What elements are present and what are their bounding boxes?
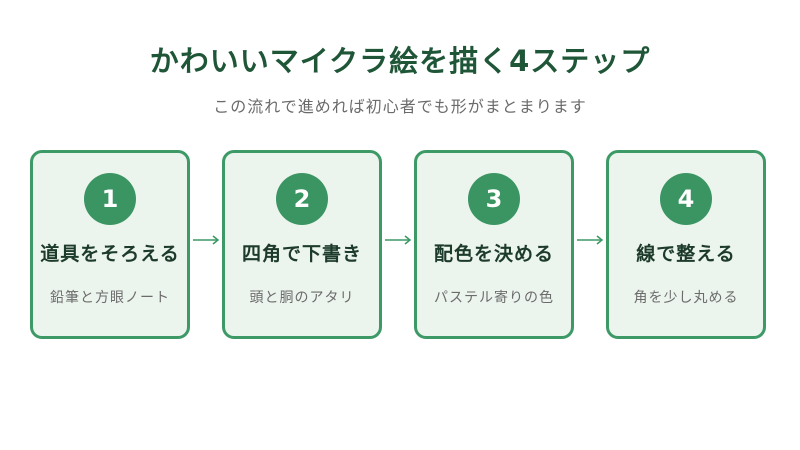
step-description: 角を少し丸める [633,290,739,306]
arrow-right-icon [577,235,604,245]
step-number-badge: 3 [468,173,520,225]
step-card-1: 1 道具をそろえる 鉛筆と方眼ノート [30,150,190,339]
step-number-badge: 2 [276,173,328,225]
arrow-right-icon [385,235,412,245]
step-title: 線で整える [636,243,736,265]
step-title: 四角で下書き [241,243,362,265]
step-card-4: 4 線で整える 角を少し丸める [606,150,766,339]
step-description: 頭と胴のアタリ [249,290,355,306]
arrow-right-icon [193,235,220,245]
step-title: 道具をそろえる [40,243,180,265]
step-card-2: 2 四角で下書き 頭と胴のアタリ [222,150,382,339]
step-number-badge: 1 [84,173,136,225]
page-title: かわいいマイクラ絵を描く4ステップ [149,44,651,78]
step-description: パステル寄りの色 [434,290,554,306]
step-description: 鉛筆と方眼ノート [50,290,170,306]
page-subtitle: この流れで進めれば初心者でも形がまとまります [213,97,587,116]
step-title: 配色を決める [433,243,554,265]
step-card-3: 3 配色を決める パステル寄りの色 [414,150,574,339]
step-number-badge: 4 [660,173,712,225]
